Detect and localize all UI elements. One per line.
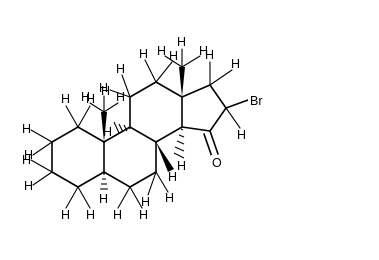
bond-c15-c14	[181, 126, 211, 132]
bond-c13-c17	[181, 84, 211, 98]
hydrogen-label: H	[113, 208, 122, 222]
hash-c9-h	[113, 121, 131, 134]
hash-c14-h	[173, 128, 185, 159]
hydrogen-label: H	[231, 57, 240, 71]
bond-c15-o	[209, 130, 219, 155]
bond-c5-c6	[103, 171, 131, 188]
hydrogen-label: H	[165, 191, 174, 205]
hydrogen-label: H	[141, 195, 150, 209]
bond-c11-c12	[129, 81, 157, 98]
bond-c8-c9	[129, 126, 157, 143]
hydrogen-label: H	[139, 208, 148, 222]
hydrogen-label: H	[61, 208, 70, 222]
hydrogen-label: H	[237, 128, 246, 142]
hydrogen-label: H	[157, 44, 166, 58]
bond-c16-c15	[209, 107, 227, 132]
explicit-hydrogen-bonds	[30, 48, 241, 209]
hash-c5-h	[100, 173, 108, 190]
hydrogen-label: H	[101, 84, 110, 98]
bond-c6-c7	[129, 171, 157, 188]
hydrogen-label: H	[116, 62, 125, 76]
hydrogen-label: H	[177, 35, 186, 49]
wedge-c10-methyl	[101, 112, 107, 142]
bond-c10-c1	[77, 126, 105, 143]
hydrogen-label: H	[139, 47, 148, 61]
bond-c14-c8	[155, 126, 183, 143]
bond-c17-c16	[209, 84, 227, 109]
atom-labels: Br O H H H H H H H H H H H H H H H H H H…	[22, 35, 268, 222]
hydrogen-label: H	[205, 48, 214, 62]
bond-c15-o-second	[203, 133, 213, 158]
hydrogen-label: H	[99, 81, 108, 95]
stereo-bonds	[100, 67, 185, 190]
hydrogen-label: H	[199, 44, 208, 58]
c8-hydrogen-label: H	[168, 170, 177, 184]
hydrogen-label: H	[22, 153, 31, 167]
hydrogen-label: H	[116, 90, 125, 104]
c14-hydrogen-label: H	[177, 159, 186, 173]
hydrogen-label: H	[24, 179, 33, 193]
hydrogen-label: H	[86, 208, 95, 222]
hydrogen-label: H	[61, 92, 70, 106]
wedge-c8-h	[156, 142, 174, 172]
hydrogen-label: H	[81, 90, 90, 104]
c9-hydrogen-label: H	[103, 125, 112, 139]
bromine-label: Br	[250, 94, 263, 108]
bond-c12-c13	[155, 81, 183, 98]
oxygen-label: O	[212, 156, 222, 170]
hydrogen-label: H	[22, 122, 31, 136]
bond-c1-c2	[51, 126, 79, 143]
hydrogen-label: H	[86, 92, 95, 106]
wedge-c13-methyl	[179, 67, 185, 97]
bond-c3-c4	[51, 171, 79, 188]
bond-c4-c5	[77, 171, 105, 188]
hydrogen-label: H	[24, 148, 33, 162]
hydrogen-label: H	[169, 49, 178, 63]
c5-hydrogen-label: H	[99, 192, 108, 206]
bond-c16-br	[225, 99, 249, 109]
